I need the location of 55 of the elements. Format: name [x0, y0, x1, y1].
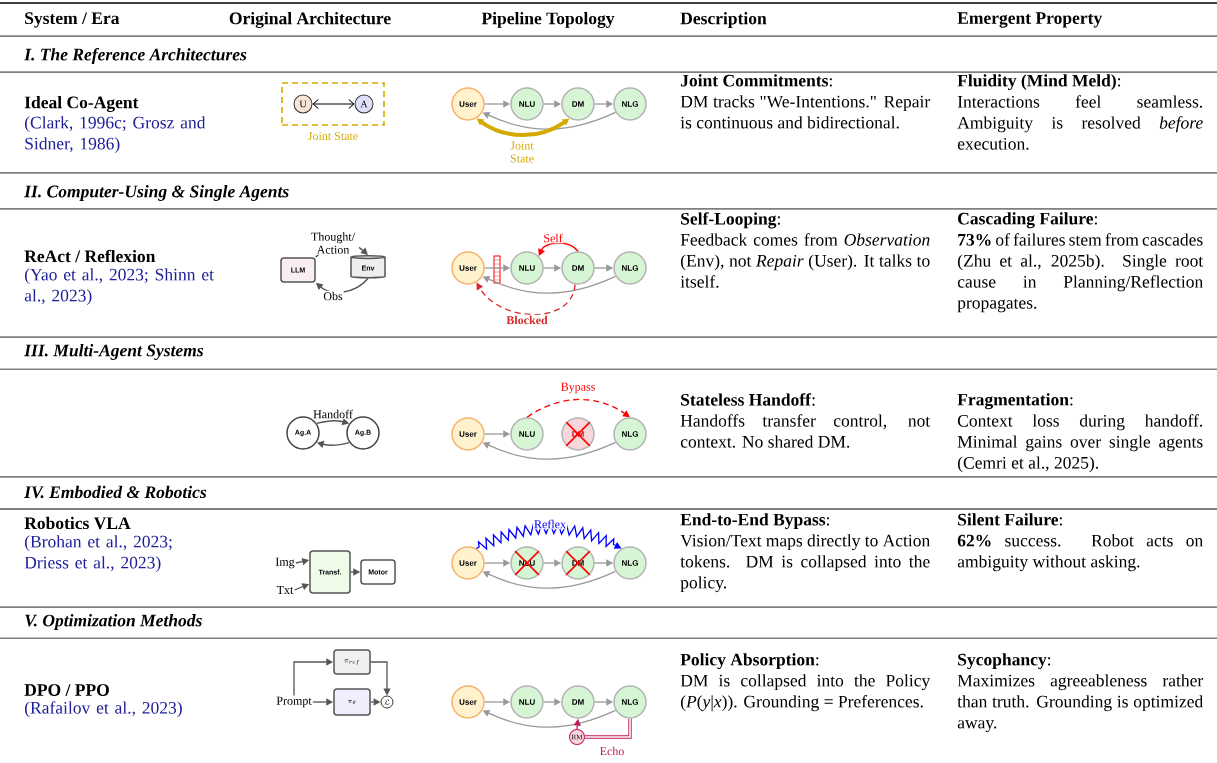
- property-text: Maximizes agreeableness rather than truth. Grounding is optimized away.: [957, 674, 1204, 733]
- citation: (Yao et al., 2023; Shinn et al., 2023): [24, 268, 214, 306]
- edge-label: Thought/ Action: [307, 231, 359, 255]
- system-name: Robotics VLA: [24, 516, 131, 530]
- citation: (Brohan et al., 2023; Driess et al., 2023): [24, 535, 172, 573]
- process-box: $\pi_{ref}$: [333, 649, 371, 675]
- description-heading: Self-Looping:: [681, 212, 780, 229]
- section-heading: IV. Embodied & Robotics: [24, 485, 207, 499]
- property-text: 62% success. Robot acts on ambiguity without asking.: [957, 534, 1203, 572]
- system-name: ReAct / Reflexion: [24, 249, 156, 263]
- column-header: Emergent Property: [957, 12, 1103, 28]
- description-heading: Joint Commitments:: [681, 74, 832, 87]
- edge-label: Bypass: [559, 381, 597, 395]
- description-text: Vision/Text maps directly to Action tokens. DM is collapsed into the policy.: [680, 534, 930, 593]
- edge-label: Joint State: [501, 140, 543, 164]
- system-name: DPO / PPO: [24, 684, 109, 696]
- column-header: Pipeline Topology: [481, 12, 615, 28]
- property-text: 73% of failures stem from cascades (Zhu et al., 2025b). Single root cause in Planning/Reflection propagates.: [957, 233, 1204, 313]
- description-text: DM is collapsed into the Policy (P(y|x)). Grounding = Preferences.: [680, 674, 931, 712]
- description-text: DM tracks "We-Intentions." Repair is continuous and bidirectional.: [680, 95, 931, 129]
- edge-label: Reflex: [533, 518, 567, 530]
- description-heading: End-to-End Bypass:: [680, 513, 830, 530]
- description-text: Feedback comes from Observation (Env), not Repair (User). It talks to itself.: [680, 233, 930, 288]
- column-header: Description: [680, 12, 767, 28]
- edge-label: Self: [542, 232, 564, 244]
- edge-label: Handoff: [312, 408, 354, 420]
- edge-label: Blocked: [505, 314, 549, 326]
- property-text: Context loss during handoff. Minimal gains over single agents (Cemri et al., 2025).: [957, 414, 1203, 473]
- property-heading: Cascading Failure:: [958, 212, 1097, 229]
- column-header: Original Architecture: [229, 12, 391, 28]
- arrow: [312, 99, 355, 109]
- column-header: System / Era: [25, 12, 120, 28]
- property-heading: Fluidity (Mind Meld):: [957, 74, 1121, 91]
- property-heading: Fragmentation:: [957, 393, 1073, 410]
- property-text: Interactions feel seamless. Ambiguity is resolved before execution.: [957, 95, 1203, 150]
- property-heading: Silent Failure:: [958, 513, 1062, 526]
- section-heading: II. Computer-Using & Single Agents: [24, 185, 289, 201]
- input-label: Prompt: [276, 696, 312, 708]
- input-label: Img: [275, 557, 295, 569]
- section-heading: V. Optimization Methods: [25, 614, 202, 630]
- description-heading: Policy Absorption:: [680, 653, 819, 670]
- citation: (Rafailov et al., 2023): [24, 701, 182, 718]
- process-box: $\pi_\theta$: [333, 688, 371, 716]
- citation: (Clark, 1996c; Grosz and Sidner, 1986): [24, 116, 206, 154]
- system-name: Ideal Co-Agent: [24, 96, 139, 112]
- description-heading: Stateless Handoff:: [681, 393, 815, 406]
- property-heading: Sycophancy:: [958, 653, 1051, 670]
- edge-label: Echo: [598, 745, 626, 757]
- input-label: Txt: [276, 586, 294, 594]
- description-text: Handoffs transfer control, not context. No shared DM.: [680, 414, 931, 448]
- edge-label: Obs: [322, 290, 344, 302]
- node-label: Joint State: [308, 131, 358, 141]
- section-heading: III. Multi-Agent Systems: [24, 344, 204, 360]
- arrow: [526, 398, 630, 418]
- section-heading: I. The Reference Architectures: [24, 47, 247, 65]
